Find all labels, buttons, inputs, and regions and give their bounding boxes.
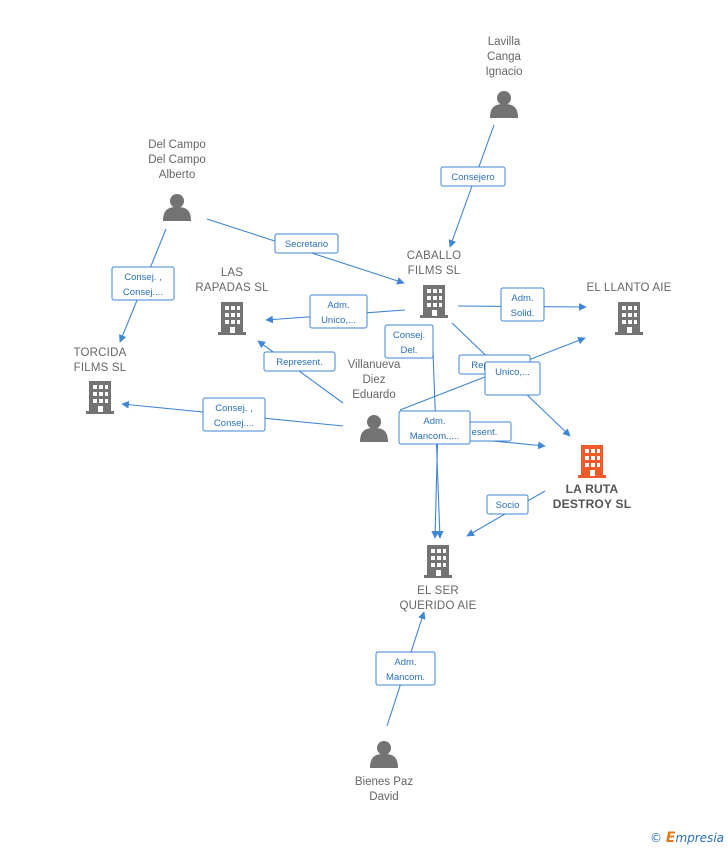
edge-label-text: Represent. [276,357,322,368]
edge-label[interactable]: Consej. , Consej.... [111,266,175,301]
node-label: Del Campo [148,139,206,151]
edge-label-text: esent. [472,427,498,438]
node-elser[interactable]: EL SER QUERIDO AIE [400,545,477,612]
person-icon [360,415,388,442]
edge-label-box [486,494,529,515]
edge-label-text: Consej. , [124,272,162,283]
node-label: LA RUTA [566,482,619,496]
person-icon [370,741,398,768]
node-label: TORCIDA [74,347,127,359]
edge-label-text: Consejero [451,172,494,183]
edge-label-text: Adm. [394,657,416,668]
node-label: David [369,791,398,803]
edge-label[interactable]: Secretario [274,233,339,254]
building-icon [578,445,606,478]
node-label: Canga [487,51,521,63]
node-label: FILMS SL [408,265,461,277]
edge-label-text: Secretario [285,239,328,250]
node-label: Eduardo [352,389,395,401]
building-icon [424,545,452,578]
person-icon [163,194,191,221]
brand-name: mpresia [675,831,724,845]
empresia-watermark[interactable]: © Empresia [650,830,724,846]
edge-label-text: Unico,... [321,315,356,326]
edge-label-text: Unico,... [495,367,530,378]
building-icon [86,381,114,414]
person-icon [490,91,518,118]
edge-label-text: Adm. [423,416,445,427]
edge-label[interactable]: Consej. , Consej.... [202,397,266,432]
edge-label-text: Solid. [511,308,535,319]
edge-label[interactable]: Adm. Mancom.,... [398,410,471,445]
node-label: Villanueva [348,359,401,371]
edge-label-box [309,294,368,329]
node-label: DESTROY SL [553,497,631,511]
edge-label[interactable]: Represent. [263,351,336,372]
edge-label-box [500,287,545,322]
edge-label-box [375,651,436,686]
node-label: EL SER [417,585,459,597]
node-torcida[interactable]: TORCIDA FILMS SL [74,347,127,414]
building-icon [420,285,448,318]
node-label: QUERIDO AIE [400,600,477,612]
node-label: FILMS SL [74,362,127,374]
edge-label[interactable]: Adm. Unico,... [309,294,368,329]
edge-label-text: Mancom. [386,672,425,683]
node-label: Del Campo [148,154,206,166]
brand-initial: E [665,830,676,846]
edge-label-text: Consej.... [123,287,163,298]
edge-label-text: Adm. [327,300,349,311]
node-label: Lavilla [488,36,521,48]
edge-label-text: Adm. [511,293,533,304]
node-label: Alberto [159,169,195,181]
edge-label-box [274,233,339,254]
edge-label-box [440,166,506,187]
relationship-edge [257,340,344,404]
building-icon [218,302,246,335]
edge-label-box [398,410,471,445]
edge-label[interactable]: Unico,... [484,361,541,396]
edge-label-text: Socio [496,500,520,511]
edge-label-box [263,351,336,372]
node-rapadas[interactable]: LAS RAPADAS SL [195,267,269,335]
edge-label-box [111,266,175,301]
edge-label[interactable]: Adm. Solid. [500,287,545,322]
edge-label[interactable]: Socio [486,494,529,515]
building-icon [615,302,643,335]
edge-label-text: Mancom.,... [410,431,460,442]
node-label: Bienes Paz [355,776,413,788]
edge-label-text: Consej.... [214,418,254,429]
node-caballo[interactable]: CABALLO FILMS SL [407,250,461,318]
edge-label-box [484,361,541,396]
edge-label[interactable]: Consej. Del. [384,324,434,359]
node-label: CABALLO [407,250,461,262]
edge-label[interactable]: Consejero [440,166,506,187]
node-llanto[interactable]: EL LLANTO AIE [586,282,671,335]
node-label: RAPADAS SL [195,282,269,294]
edge-label-text: Consej. [393,330,425,341]
edge-label-text: Del. [401,345,418,356]
edge-label-text: Consej. , [215,403,253,414]
node-label: LAS [221,267,243,279]
edge-label-box [202,397,266,432]
edge-label-box [384,324,434,359]
edge-label[interactable]: Adm. Mancom. [375,651,436,686]
node-label: Ignacio [485,66,522,78]
node-label: EL LLANTO AIE [586,282,671,294]
copyright-symbol: © [650,831,663,845]
node-label: Diez [362,374,385,386]
